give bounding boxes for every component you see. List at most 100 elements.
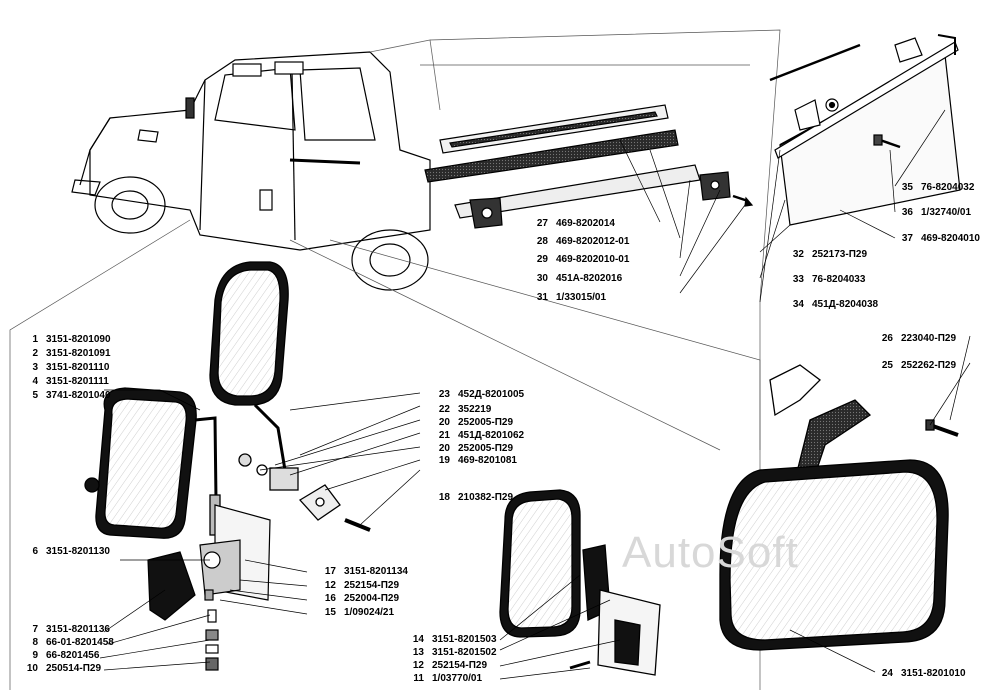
part-label-5: 5 3741-8201040 bbox=[20, 390, 111, 402]
part-code: 252154-П29 bbox=[344, 580, 400, 591]
part-label-17: 17 3151-8201134 bbox=[318, 566, 408, 578]
part-number: 14 bbox=[412, 634, 424, 645]
part-code: 252005-П29 bbox=[458, 417, 514, 428]
part-label-37: 37 469-8204010 bbox=[895, 233, 980, 245]
mirror-bracket bbox=[147, 504, 271, 671]
part-number: 29 bbox=[536, 254, 548, 265]
part-number: 27 bbox=[536, 218, 548, 229]
part-code: 252005-П29 bbox=[458, 443, 514, 454]
leader-lines bbox=[99, 109, 971, 680]
part-code: 1/03770/01 bbox=[432, 673, 483, 684]
part-code: 469-8204010 bbox=[921, 233, 980, 244]
part-code: 3151-8201136 bbox=[46, 624, 110, 635]
part-label-25: 25 252262-П29 bbox=[875, 360, 956, 372]
part-code: 352219 bbox=[458, 404, 492, 415]
part-label-29: 29 469-8202010-01 bbox=[530, 254, 630, 266]
lower-exterior-mirror bbox=[499, 489, 661, 676]
interior-mirror bbox=[719, 364, 959, 651]
part-code: 76-8204033 bbox=[812, 274, 866, 285]
part-number: 6 bbox=[32, 546, 38, 557]
part-code: 1/33015/01 bbox=[556, 292, 607, 303]
part-code: 3151-8201010 bbox=[901, 668, 966, 679]
part-number: 7 bbox=[32, 624, 38, 635]
part-number: 11 bbox=[413, 673, 424, 684]
part-number: 33 bbox=[792, 274, 804, 285]
part-label-3: 3 3151-8201110 bbox=[20, 362, 109, 374]
part-label-24: 24 3151-8201010 bbox=[875, 668, 966, 680]
part-number: 16 bbox=[324, 593, 336, 604]
part-code: 3151-8201110 bbox=[46, 362, 110, 373]
part-number: 25 bbox=[881, 360, 893, 371]
part-number: 30 bbox=[536, 273, 548, 284]
part-label-22: 22 352219 bbox=[432, 404, 492, 416]
part-number: 5 bbox=[32, 390, 38, 401]
part-code: 3151-8201503 bbox=[432, 634, 497, 645]
part-number: 12 bbox=[324, 580, 336, 591]
part-label-33: 33 76-8204033 bbox=[786, 274, 866, 286]
part-number: 32 bbox=[792, 249, 804, 260]
part-label-1: 1 3151-8201090 bbox=[20, 334, 111, 346]
part-label-6: 6 3151-8201130 bbox=[20, 546, 110, 558]
part-label-12: 12 252154-П29 bbox=[318, 580, 399, 592]
part-code: 66-8201456 bbox=[46, 650, 100, 661]
part-code: 1/32740/01 bbox=[921, 207, 972, 218]
part-number: 37 bbox=[901, 233, 913, 244]
part-label-31: 31 1/33015/01 bbox=[530, 292, 606, 304]
part-number: 3 bbox=[32, 362, 38, 373]
part-code: 66-01-8201458 bbox=[46, 637, 114, 648]
part-label-20: 20 252005-П29 bbox=[432, 417, 513, 429]
part-number: 2 bbox=[32, 348, 38, 359]
part-code: 252004-П29 bbox=[344, 593, 400, 604]
part-label-14: 14 3151-8201503 bbox=[406, 634, 497, 646]
part-code: 1/09024/21 bbox=[344, 607, 395, 618]
part-code: 210382-П29 bbox=[458, 492, 514, 503]
upper-exterior-mirror bbox=[209, 261, 371, 532]
part-code: 451Д-8201062 bbox=[458, 430, 525, 441]
part-label-32: 32 252173-П29 bbox=[786, 249, 867, 261]
part-number: 9 bbox=[32, 650, 38, 661]
part-code: 3741-8201040 bbox=[46, 390, 111, 401]
part-code: 3151-8201134 bbox=[344, 566, 408, 577]
part-number: 22 bbox=[438, 404, 450, 415]
part-code: 452Д-8201005 bbox=[458, 389, 525, 400]
part-number: 24 bbox=[881, 668, 893, 679]
part-code: 451Д-8204038 bbox=[812, 299, 879, 310]
part-number: 20 bbox=[438, 417, 450, 428]
part-code: 469-8202010-01 bbox=[556, 254, 630, 265]
part-number: 15 bbox=[324, 607, 336, 618]
part-label-8: 8 66-01-8201458 bbox=[20, 637, 114, 649]
part-number: 12 bbox=[412, 660, 424, 671]
part-number: 31 bbox=[536, 292, 548, 303]
part-code: 3151-8201090 bbox=[46, 334, 111, 345]
part-number: 35 bbox=[901, 182, 913, 193]
part-code: 3151-8201111 bbox=[46, 376, 109, 387]
part-code: 3151-8201502 bbox=[432, 647, 497, 658]
part-number: 28 bbox=[536, 236, 548, 247]
part-code: 469-8201081 bbox=[458, 455, 517, 466]
guide-lines bbox=[9, 29, 781, 690]
part-code: 3151-8201130 bbox=[46, 546, 110, 557]
part-code: 223040-П29 bbox=[901, 333, 957, 344]
part-number: 8 bbox=[32, 637, 38, 648]
part-number: 1 bbox=[32, 334, 38, 345]
part-number: 17 bbox=[324, 566, 336, 577]
part-code: 252173-П29 bbox=[812, 249, 868, 260]
part-number: 23 bbox=[438, 389, 450, 400]
part-label-16: 16 252004-П29 bbox=[318, 593, 399, 605]
part-code: 252262-П29 bbox=[901, 360, 957, 371]
